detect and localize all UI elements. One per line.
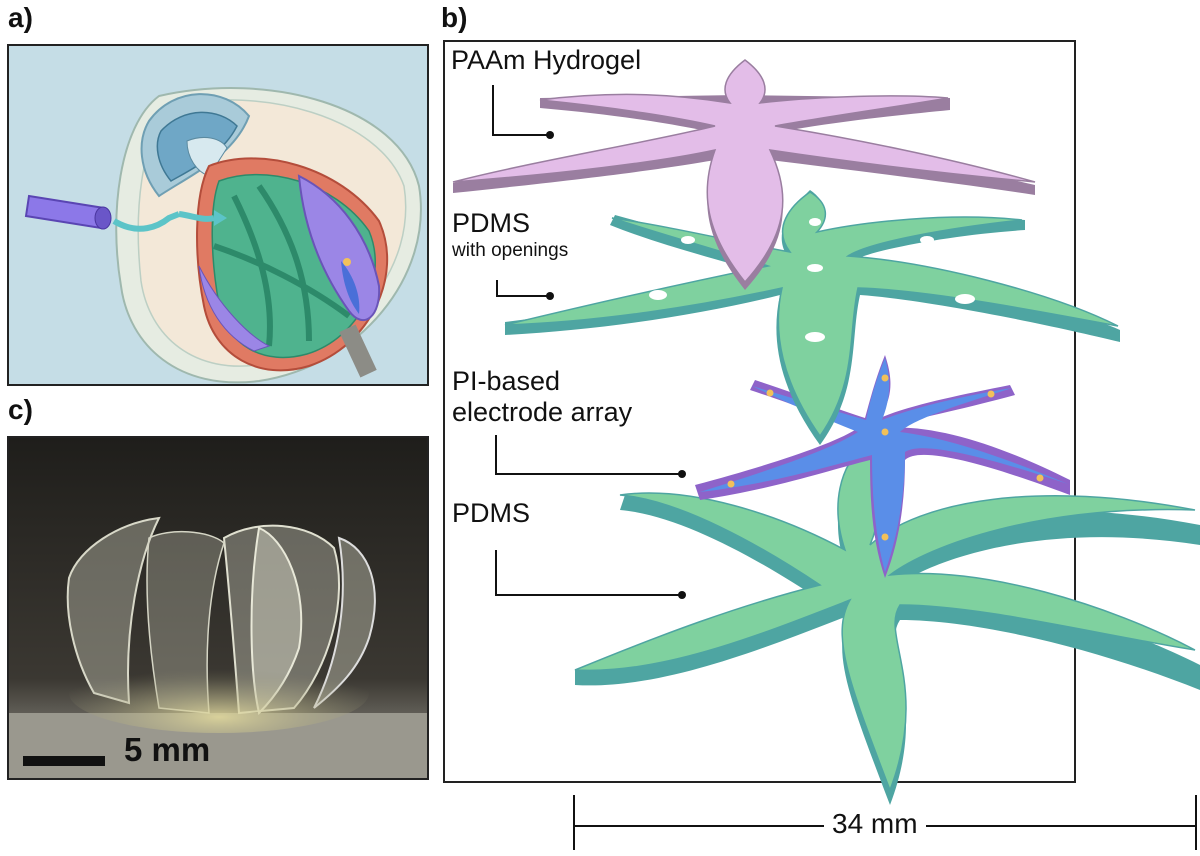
optic-stalk — [339, 324, 377, 378]
label-pdms-openings: PDMS — [452, 208, 531, 238]
panel-a-letter: a) — [8, 2, 33, 33]
device-photo-panel: 5 mm — [7, 436, 429, 780]
eye-illustration — [24, 87, 422, 384]
device-photo — [9, 438, 427, 778]
injection-arrow-2 — [178, 211, 215, 222]
leader-electrode — [495, 435, 680, 475]
arrow-head — [214, 210, 227, 226]
panel-c-letter: c) — [8, 394, 33, 425]
pdms-openings-layer — [504, 190, 1120, 445]
scale-bar-label: 5 mm — [124, 731, 211, 768]
device-glow — [69, 653, 369, 733]
lower-petal — [198, 265, 271, 352]
petal-left — [66, 516, 161, 705]
label-electrode-line2: electrode array — [452, 397, 633, 427]
leader-hydrogel — [492, 85, 548, 136]
electrode-array-layer — [695, 355, 1070, 578]
pdms-bottom-layer — [574, 443, 1200, 805]
hydrogel-layer — [452, 59, 1036, 290]
petal-stripe-3 — [213, 243, 351, 319]
leader-pdms-openings — [496, 280, 548, 297]
leader-pdms-bottom — [495, 550, 680, 596]
label-pdms-openings-sub: with openings — [452, 240, 569, 261]
label-pdms-bottom: PDMS — [452, 498, 531, 528]
electrode-contact — [343, 258, 351, 266]
exploded-view-frame — [443, 40, 1076, 783]
injection-arrow-1 — [112, 211, 181, 232]
dimension-label: 34 mm — [824, 808, 926, 840]
scale-bar — [23, 756, 105, 766]
petal-stripe-1 — [231, 194, 273, 347]
label-electrode-line1: PI-based — [452, 366, 561, 396]
electrode-petal — [297, 174, 381, 322]
label-hydrogel: PAAm Hydrogel — [451, 45, 642, 75]
panel-b-letter: b) — [441, 2, 468, 33]
petal-stripe-2 — [256, 184, 312, 342]
electrode-trace — [341, 261, 360, 314]
eye-illustration-panel — [7, 44, 429, 386]
tube-opening — [94, 206, 112, 230]
